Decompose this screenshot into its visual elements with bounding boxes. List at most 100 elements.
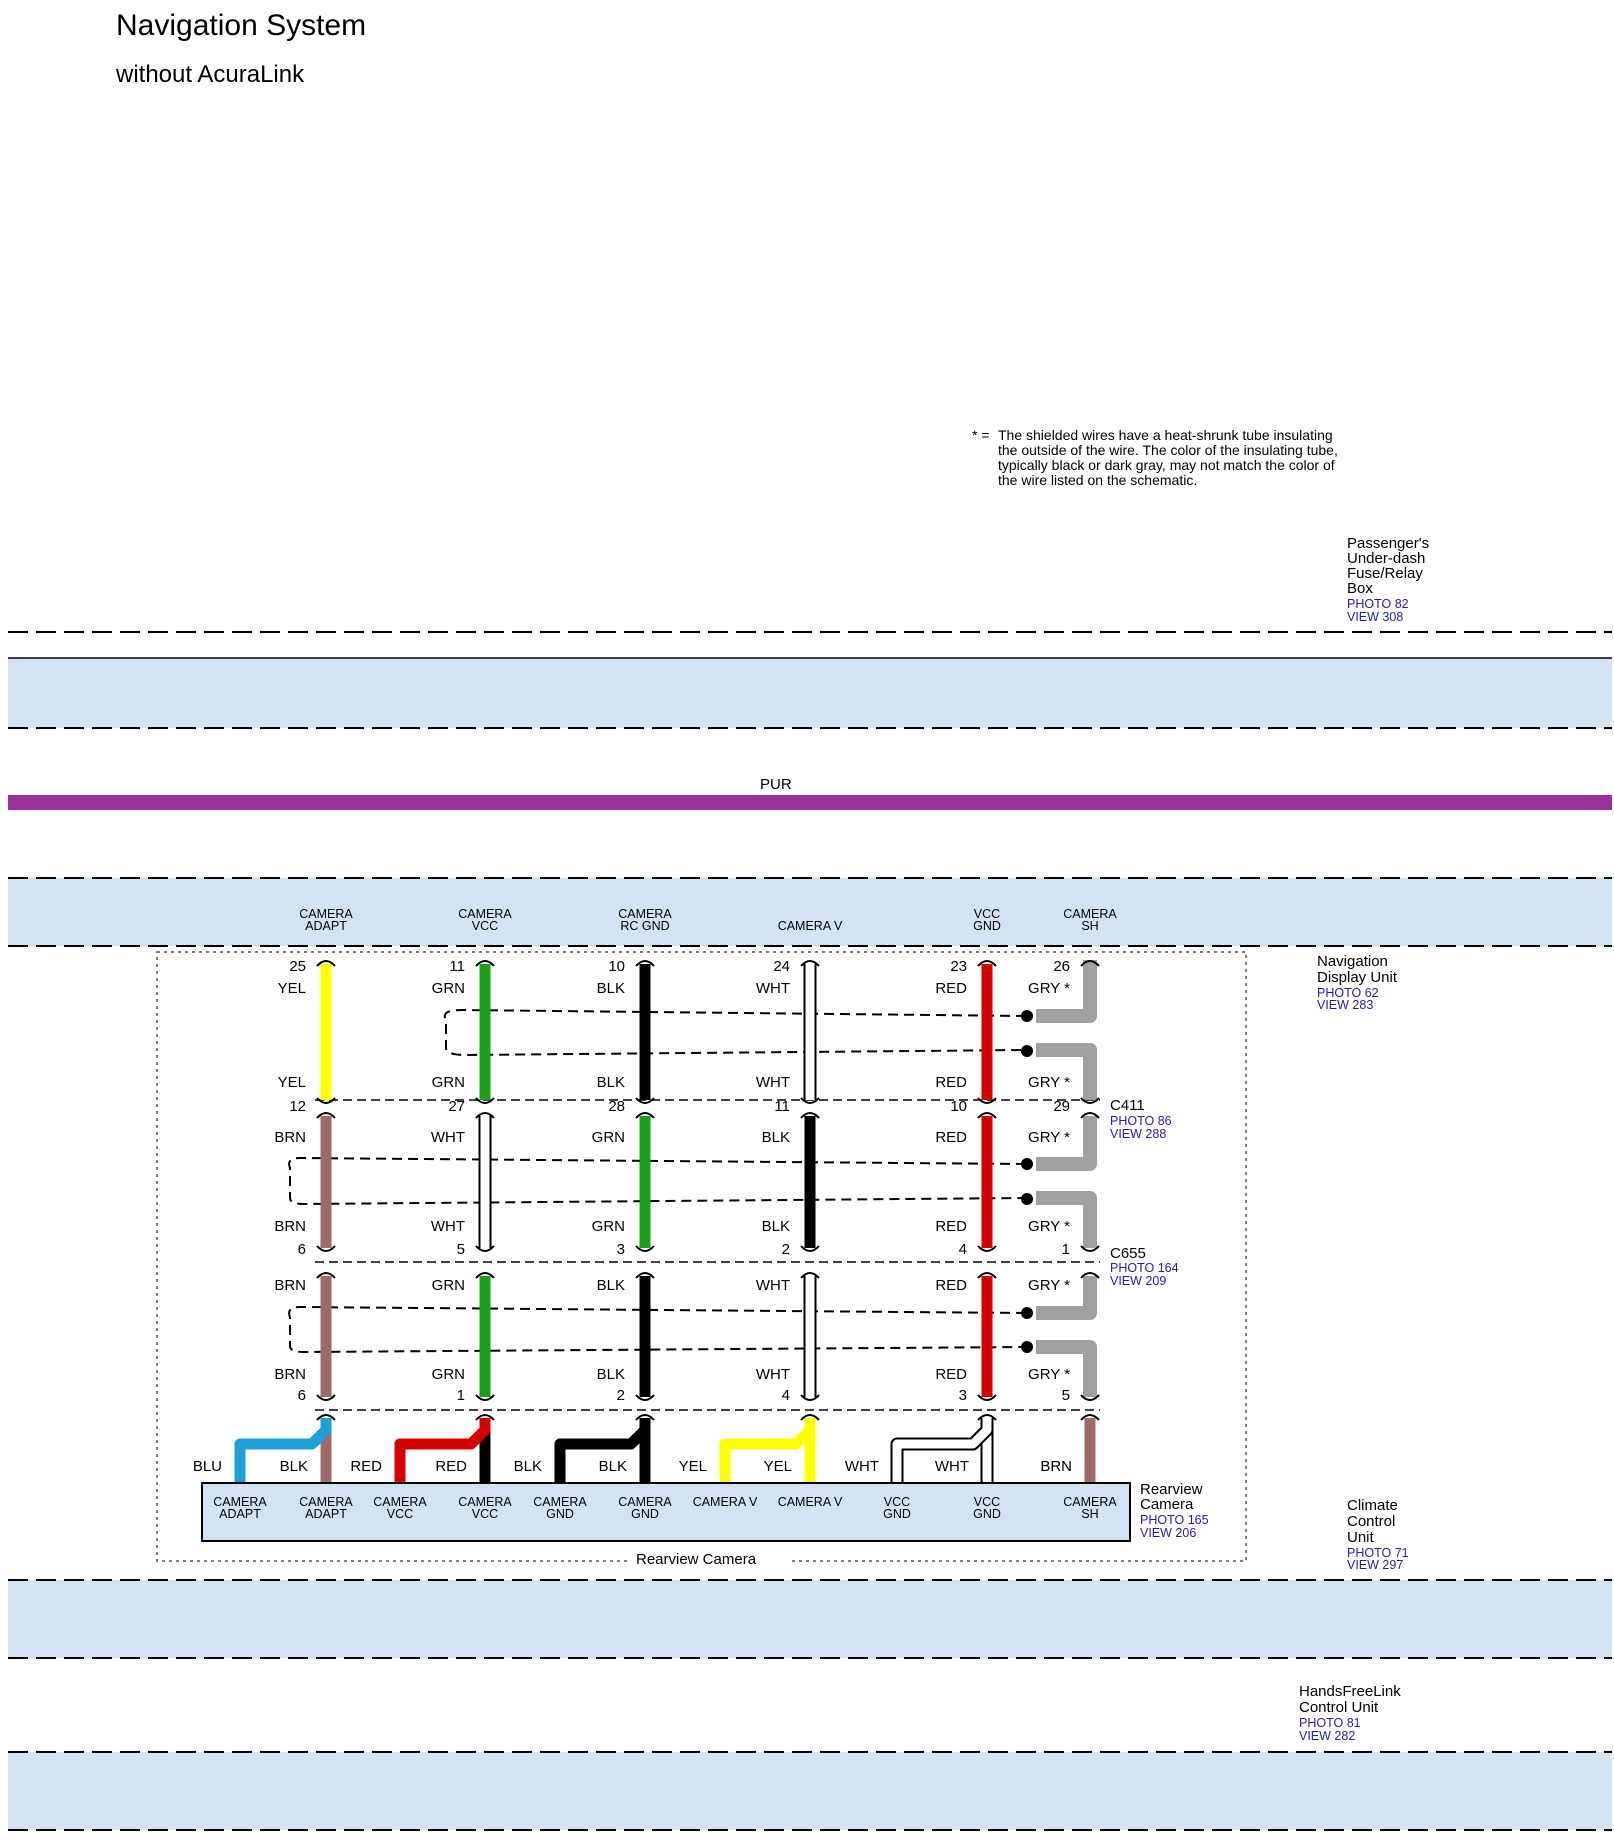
view-ref-link[interactable]: VIEW 297 (1347, 1558, 1403, 1572)
shield-loop (288, 1156, 1027, 1206)
pin-number: 28 (608, 1098, 625, 1115)
drain-wire (1036, 1116, 1097, 1171)
pin-number: 3 (617, 1241, 625, 1258)
wire-color-label: WHT (431, 1129, 465, 1146)
view-ref-link[interactable]: VIEW 206 (1140, 1526, 1196, 1540)
connector-pin (635, 1245, 655, 1252)
drain-wire (1036, 1340, 1097, 1397)
connector-pin (316, 1272, 336, 1279)
wire-color-label: WHT (756, 980, 790, 997)
view-ref-link[interactable]: VIEW 288 (1110, 1127, 1166, 1141)
camera-pin-label-line: CAMERA (1063, 1495, 1117, 1509)
shield-drain-dot (1021, 1158, 1033, 1170)
pin-number: 25 (289, 958, 306, 975)
wire-color-label: YEL (278, 980, 306, 997)
note-line: the wire listed on the schematic. (998, 472, 1197, 488)
connector-c411-label: C411 PHOTO 86 VIEW 288 (1110, 1097, 1172, 1141)
band-fill (8, 1580, 1612, 1658)
pin-number: 1 (1062, 1241, 1070, 1258)
view-ref-link[interactable]: VIEW 282 (1299, 1729, 1355, 1743)
component-name-line: Passenger's (1347, 535, 1429, 552)
component-name-line: HandsFreeLink (1299, 1683, 1401, 1700)
camera-pin-labels: CAMERAADAPTCAMERAADAPTCAMERAVCCCAMERAVCC… (213, 1495, 1117, 1521)
connector-pin (977, 1272, 997, 1279)
camera-wire-color-label: BRN (1040, 1458, 1072, 1475)
component-name-line: Unit (1347, 1529, 1375, 1546)
wire-color-label: BLK (597, 1277, 625, 1294)
wire-color-label: GRN (432, 1074, 465, 1091)
wire-column (475, 960, 495, 1483)
wire-color-label: GRN (432, 980, 465, 997)
pin-number: 11 (774, 1098, 790, 1115)
wire-color-label: YEL (278, 1074, 306, 1091)
component-name-line: Camera (1140, 1496, 1194, 1513)
pin-header-line: VCC (974, 907, 1000, 921)
drain-wire (1036, 960, 1097, 1023)
connector-pin (1080, 1245, 1100, 1252)
pin-number: 26 (1053, 958, 1070, 975)
camera-pin-label-line: GND (883, 1507, 911, 1521)
wire-color-label: BRN (274, 1218, 306, 1235)
wire-color-label: WHT (756, 1277, 790, 1294)
wire-color-label: BLK (597, 1366, 625, 1383)
shield-drain-dots (1021, 1010, 1033, 1353)
wire-column (1080, 960, 1100, 1483)
photo-ref-link[interactable]: PHOTO 71 (1347, 1546, 1409, 1560)
rearview-camera-box (201, 1482, 1131, 1542)
connector-pin (800, 1112, 820, 1119)
pin-number: 11 (449, 958, 465, 975)
photo-ref-link[interactable]: PHOTO 81 (1299, 1716, 1361, 1730)
shield-drain-dot (1021, 1010, 1033, 1022)
photo-ref-link[interactable]: PHOTO 82 (1347, 597, 1409, 611)
nav-pin-header: CAMERA V (778, 919, 843, 933)
pin-header-line: VCC (472, 919, 498, 933)
connector-pin (800, 1245, 820, 1252)
photo-ref-link[interactable]: PHOTO 62 (1317, 986, 1379, 1000)
view-ref-link[interactable]: VIEW 283 (1317, 998, 1373, 1012)
connector-pin (475, 1245, 495, 1252)
photo-ref-link[interactable]: PHOTO 164 (1110, 1261, 1179, 1275)
connector-pin (316, 1414, 336, 1421)
component-name-line: Navigation (1317, 953, 1388, 970)
view-ref-link[interactable]: VIEW 209 (1110, 1274, 1166, 1288)
pin-number: 10 (608, 958, 625, 975)
view-ref-link[interactable]: VIEW 308 (1347, 610, 1403, 624)
note-line: typically black or dark gray, may not ma… (998, 457, 1335, 473)
wire-color-label: RED (935, 980, 967, 997)
wire-color-label: GRY * (1028, 1129, 1070, 1146)
camera-wire-color-label: YEL (679, 1458, 707, 1475)
photo-ref-link[interactable]: PHOTO 86 (1110, 1114, 1172, 1128)
note-line: The shielded wires have a heat-shrunk tu… (998, 427, 1333, 443)
connector-pin (1080, 1272, 1100, 1279)
pin-header-line: CAMERA V (778, 919, 843, 933)
pin-header-line: RC GND (620, 919, 669, 933)
page-title: Navigation System (116, 9, 366, 42)
wire-color-label: GRY * (1028, 1366, 1070, 1383)
pin-number: 6 (298, 1387, 306, 1404)
connector-pin (1080, 1097, 1100, 1104)
camera-pin-label-line: CAMERA (618, 1495, 672, 1509)
climate-control-band (8, 1579, 1612, 1659)
rearview-camera-bottom-label: Rearview Camera (636, 1551, 757, 1568)
photo-ref-link[interactable]: PHOTO 165 (1140, 1513, 1209, 1527)
pin-number: 4 (782, 1387, 790, 1404)
pin-number: 29 (1053, 1098, 1070, 1115)
connector-pin (800, 1394, 820, 1401)
wire-color-label: RED (935, 1074, 967, 1091)
wire-color-label: GRN (592, 1129, 625, 1146)
component-name-line: Under-dash (1347, 550, 1425, 567)
shield-loop (443, 1008, 1027, 1057)
note-line: the outside of the wire. The color of th… (998, 442, 1338, 458)
camera-pin-label-line: CAMERA (533, 1495, 587, 1509)
band-fill (8, 658, 1612, 728)
camera-wire-color-label: BLK (599, 1458, 627, 1475)
connector-pin (635, 1414, 655, 1421)
note-marker: * = (972, 427, 990, 443)
wire-color-label: BRN (274, 1129, 306, 1146)
